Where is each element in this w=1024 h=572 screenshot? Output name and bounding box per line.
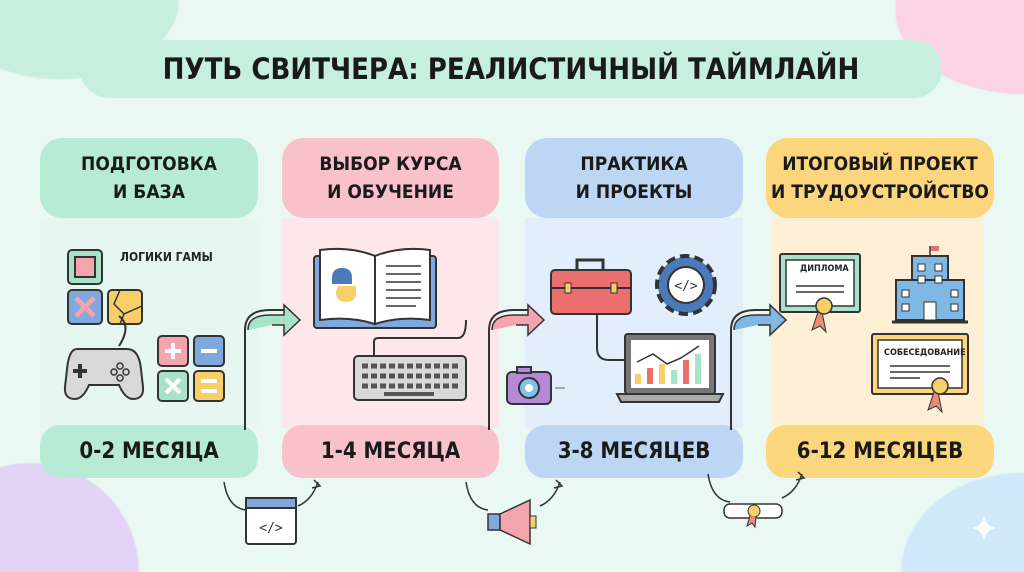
stage-preparation: ПОДГОТОВКА И БАЗА ЛОГИКИ ГАМЫ 0-2 МЕСЯЦА	[40, 138, 258, 478]
arrow-stage1-to-2	[244, 303, 302, 430]
stage-practice: ПРАКТИКА И ПРОЕКТЫ </> 3-8 МЕСЯЦЕВ	[506, 138, 743, 478]
code-window-icon: </>	[223, 479, 322, 545]
office-building-icon	[892, 246, 968, 324]
stage-heading: ПРАКТИКА И ПРОЕКТЫ	[525, 138, 743, 218]
stage-final: ИТОГОВЫЙ ПРОЕКТ И ТРУДОУСТРОЙСТВО ДИПЛОМ…	[766, 138, 994, 478]
stage-duration: 3-8 МЕСЯЦЕВ	[525, 425, 743, 478]
arrow-stage2-to-3	[488, 303, 546, 430]
interview-label: СОБЕСЕДОВАНИЕ	[884, 348, 966, 358]
icon-label: ЛОГИКИ ГАМЫ	[120, 250, 213, 264]
code-gear-icon: </>	[655, 254, 717, 316]
megaphone-icon	[465, 479, 564, 546]
interview-certificate-icon	[871, 333, 969, 414]
sparkle-icon	[972, 516, 996, 540]
svg-text:</>: </>	[259, 521, 283, 536]
stage-duration: 6-12 МЕСЯЦЕВ	[766, 425, 994, 478]
stage-heading: ВЫБОР КУРСА И ОБУЧЕНИЕ	[282, 138, 499, 218]
camera-icon	[506, 366, 565, 405]
diploma-label: ДИПЛОМА	[800, 264, 849, 274]
keyboard-icon	[353, 319, 467, 401]
gamepad-icon	[63, 315, 145, 401]
scroll-icon	[707, 471, 806, 529]
arrow-stage3-to-4	[730, 303, 788, 430]
logic-blocks-icon	[67, 249, 143, 325]
stage-heading: ИТОГОВЫЙ ПРОЕКТ И ТРУДОУСТРОЙСТВО	[766, 138, 994, 218]
stage-heading: ПОДГОТОВКА И БАЗА	[40, 138, 258, 218]
laptop-chart-icon	[615, 333, 725, 403]
page-title: ПУТЬ СВИТЧЕРА: РЕАЛИСТИЧНЫЙ ТАЙМЛАЙН	[80, 40, 942, 98]
python-book-icon	[313, 247, 437, 329]
calculator-icon	[157, 335, 225, 402]
stage-duration: 0-2 МЕСЯЦА	[40, 425, 258, 478]
stage-duration: 1-4 МЕСЯЦА	[282, 425, 499, 478]
stage-course: ВЫБОР КУРСА И ОБУЧЕНИЕ 1-4 МЕСЯЦА	[282, 138, 499, 478]
diploma-icon	[779, 253, 861, 334]
svg-text:</>: </>	[674, 279, 698, 294]
briefcase-icon	[550, 258, 639, 361]
